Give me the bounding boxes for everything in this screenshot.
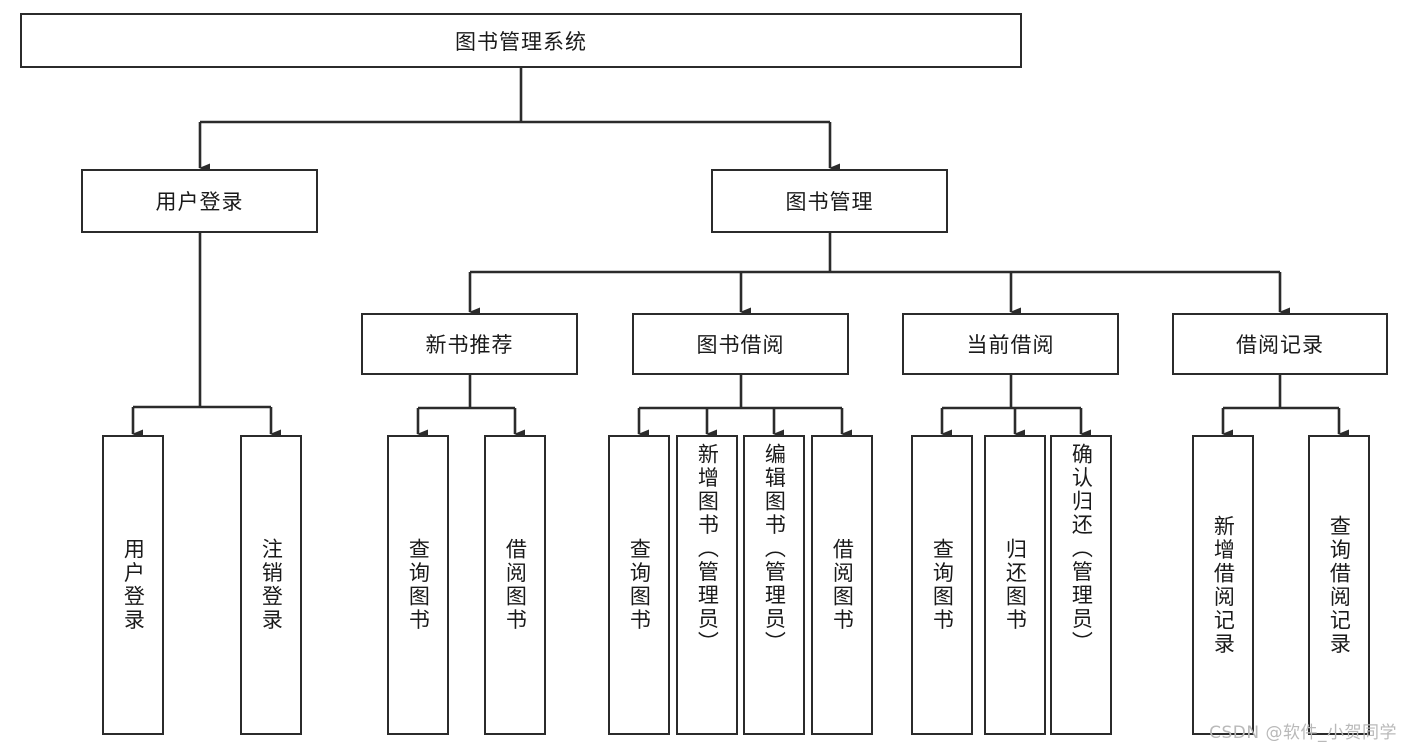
watermark: CSDN @软件_小贺同学: [1209, 723, 1397, 743]
node-user_login-label: 用户登录: [155, 190, 244, 214]
node-leaf_query_book_3-text-wrap: 查询图书: [913, 437, 971, 733]
node-leaf_query_book_3[interactable]: 查询图书: [911, 435, 973, 735]
node-root[interactable]: 图书管理系统: [20, 13, 1022, 68]
node-leaf_borrow_book_1-text-wrap: 借阅图书: [486, 437, 544, 733]
node-book_borrow[interactable]: 图书借阅: [632, 313, 849, 375]
node-leaf_return_book[interactable]: 归还图书: [984, 435, 1046, 735]
node-leaf_borrow_book_1[interactable]: 借阅图书: [484, 435, 546, 735]
node-leaf_query_book_2-text-wrap: 查询图书: [610, 437, 668, 733]
node-leaf_user_login-text-wrap: 用户登录: [104, 437, 162, 733]
node-leaf_query_record[interactable]: 查询借阅记录: [1308, 435, 1370, 735]
node-leaf_borrow_book_2-text-wrap: 借阅图书: [813, 437, 871, 733]
node-leaf_borrow_book_1-label: 借阅图书: [503, 538, 528, 632]
node-leaf_query_record-label: 查询借阅记录: [1327, 514, 1352, 656]
node-leaf_user_login[interactable]: 用户登录: [102, 435, 164, 735]
node-leaf_confirm_return[interactable]: 确认归还（管理员）: [1050, 435, 1112, 735]
node-leaf_return_book-label: 归还图书: [1003, 538, 1028, 632]
node-leaf_user_logout-label: 注销登录: [259, 538, 284, 632]
node-leaf_add_book-label: 新增图书（管理员）: [695, 443, 720, 655]
node-borrow_record[interactable]: 借阅记录: [1172, 313, 1388, 375]
node-leaf_query_book_1-label: 查询图书: [406, 538, 431, 632]
node-new_book_rec[interactable]: 新书推荐: [361, 313, 578, 375]
node-leaf_query_book_1-text-wrap: 查询图书: [389, 437, 447, 733]
node-leaf_query_book_2-label: 查询图书: [627, 538, 652, 632]
node-user_login[interactable]: 用户登录: [81, 169, 318, 233]
node-root-label: 图书管理系统: [455, 29, 587, 54]
node-leaf_add_record[interactable]: 新增借阅记录: [1192, 435, 1254, 735]
node-leaf_add_book-text-wrap: 新增图书（管理员）: [678, 437, 736, 739]
node-current_borrow-label: 当前借阅: [966, 333, 1055, 357]
node-leaf_edit_book-label: 编辑图书（管理员）: [762, 443, 787, 655]
node-leaf_query_book_2[interactable]: 查询图书: [608, 435, 670, 735]
node-leaf_borrow_book_2-label: 借阅图书: [830, 538, 855, 632]
node-book_borrow-label: 图书借阅: [696, 333, 785, 357]
node-leaf_add_book[interactable]: 新增图书（管理员）: [676, 435, 738, 735]
node-leaf_user_login-label: 用户登录: [121, 538, 146, 632]
node-leaf_query_record-text-wrap: 查询借阅记录: [1310, 437, 1368, 733]
node-leaf_add_record-text-wrap: 新增借阅记录: [1194, 437, 1252, 733]
node-book_mgmt-label: 图书管理: [785, 190, 874, 214]
node-new_book_rec-label: 新书推荐: [425, 333, 514, 357]
node-leaf_edit_book-text-wrap: 编辑图书（管理员）: [745, 437, 803, 739]
node-leaf_query_book_1[interactable]: 查询图书: [387, 435, 449, 735]
node-current_borrow[interactable]: 当前借阅: [902, 313, 1119, 375]
node-book_mgmt[interactable]: 图书管理: [711, 169, 948, 233]
node-leaf_borrow_book_2[interactable]: 借阅图书: [811, 435, 873, 735]
node-leaf_confirm_return-text-wrap: 确认归还（管理员）: [1052, 437, 1110, 739]
node-leaf_edit_book[interactable]: 编辑图书（管理员）: [743, 435, 805, 735]
node-leaf_query_book_3-label: 查询图书: [930, 538, 955, 632]
node-borrow_record-label: 借阅记录: [1236, 333, 1324, 357]
node-leaf_user_logout-text-wrap: 注销登录: [242, 437, 300, 733]
node-leaf_return_book-text-wrap: 归还图书: [986, 437, 1044, 733]
node-leaf_confirm_return-label: 确认归还（管理员）: [1069, 443, 1094, 655]
node-leaf_add_record-label: 新增借阅记录: [1211, 514, 1236, 656]
node-leaf_user_logout[interactable]: 注销登录: [240, 435, 302, 735]
